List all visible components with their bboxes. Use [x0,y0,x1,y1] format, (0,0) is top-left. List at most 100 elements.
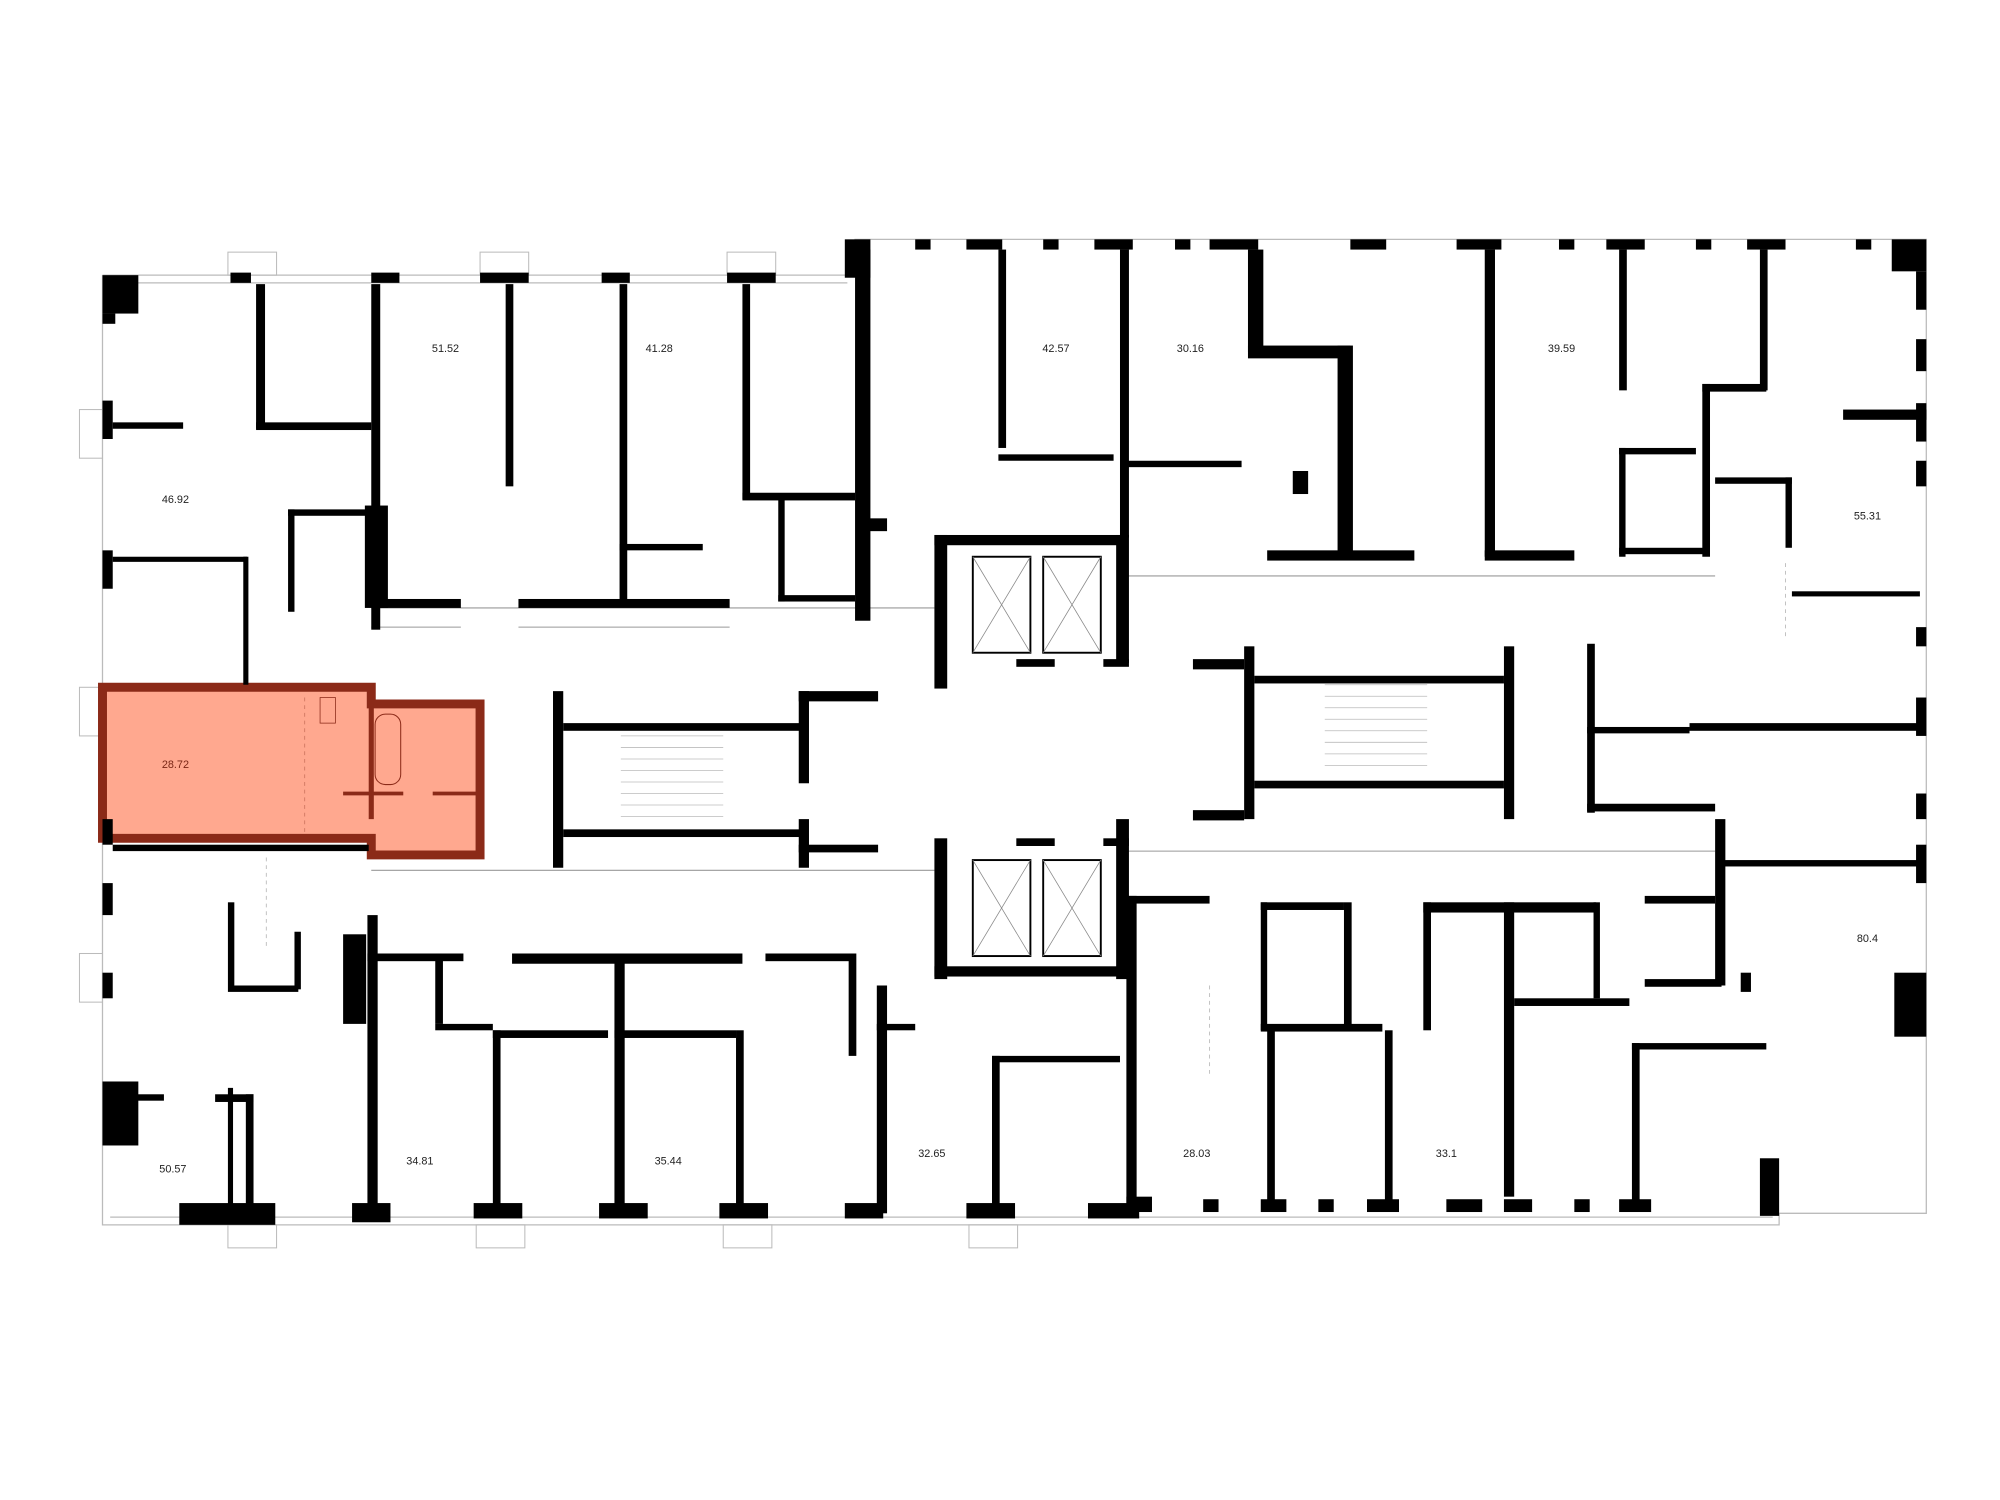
wall [435,1023,493,1031]
elevator-shaft [1042,555,1102,654]
wall [1247,345,1351,359]
wall [1644,979,1722,987]
wall [798,819,809,868]
wall [798,844,879,853]
unit-area-label[interactable]: 42.57 [1042,343,1069,355]
wall [112,556,248,562]
unit-labels: 46.92 51.52 41.28 42.57 30.16 39.59 55.3… [159,343,1881,1175]
unit-area-label[interactable]: 39.59 [1548,343,1575,355]
wall [553,691,564,868]
wall [1689,723,1920,731]
wall [1715,477,1792,484]
wall [112,422,184,429]
wall [377,598,461,608]
wall [102,275,139,314]
elevator-cross-icon [1042,859,1102,957]
unit-area-label[interactable]: 41.28 [646,343,673,355]
wall [619,284,628,605]
wall [112,844,369,852]
wall [1367,1199,1399,1213]
wall [1126,895,1210,904]
wall [102,400,113,439]
unit-area-label-highlighted: 28.72 [162,759,189,771]
unit-area-label[interactable]: 32.65 [918,1148,945,1160]
window-bay [78,409,104,459]
wall [1384,1030,1393,1204]
wall [1503,646,1515,820]
unit-area-label[interactable]: 33.1 [1436,1148,1457,1160]
wall [1343,902,1352,1031]
wall [256,284,266,429]
wall [1318,1199,1334,1213]
wall [1759,249,1768,391]
wall [1702,383,1767,392]
wall [1244,646,1255,820]
wall [876,1023,916,1031]
wall [245,1094,254,1210]
unit-area-label[interactable]: 80.4 [1857,933,1878,945]
wall [1721,860,1920,867]
wall [1337,345,1353,557]
unit-area-label[interactable]: 46.92 [162,494,189,506]
unit-area-label[interactable]: 50.57 [159,1163,186,1175]
wall [288,509,372,516]
wall [563,829,801,838]
wall [1891,239,1927,272]
wall [844,1203,884,1219]
wall [367,915,378,1214]
wall [992,1055,1000,1214]
wall [367,953,464,962]
window-bay [227,251,278,276]
wall [1254,675,1504,684]
wall [102,883,113,916]
wall [1894,972,1927,1037]
wall [934,838,948,980]
unit-area-label[interactable]: 30.16 [1177,343,1204,355]
window-bay [968,1224,1019,1249]
wall [1619,447,1696,455]
unit-area-label[interactable]: 35.44 [655,1156,682,1168]
wall [798,691,879,702]
wall [227,1087,234,1210]
wall [102,1081,139,1146]
wall [1747,239,1786,250]
wall [1016,659,1055,667]
window-bay [722,1224,773,1249]
wall [371,284,381,630]
wall [435,953,443,1024]
wall [1702,383,1711,557]
wall [1203,1199,1219,1213]
highlighted-unit-floor[interactable] [98,682,485,860]
wall [1619,547,1709,555]
wall [1916,697,1927,736]
wall [1209,239,1259,250]
wall [102,819,113,845]
wall [102,550,113,589]
wall [1843,409,1927,420]
wall [1484,249,1495,557]
wall [778,595,856,602]
unit-area-label[interactable]: 28.03 [1183,1148,1210,1160]
unit-area-label[interactable]: 51.52 [432,343,459,355]
wall [1016,838,1055,846]
wall [736,1030,744,1214]
wall [1695,239,1712,250]
elevator-shaft [971,555,1032,654]
highlighted-unit[interactable]: 28.72 [98,682,485,860]
wall [1087,1203,1140,1219]
wall [934,534,948,689]
wall [1192,659,1245,670]
wall [492,1030,609,1038]
stove-icon [319,697,336,724]
wall [966,239,1003,250]
unit-area-label[interactable]: 34.81 [406,1156,433,1168]
wall [364,505,388,608]
wall [1644,895,1716,904]
window-bay [475,1224,526,1249]
window-bay [78,952,104,1003]
wall [798,691,809,784]
stairwells [78,251,1428,1249]
window-bay [479,251,530,276]
wall [1587,803,1716,812]
unit-area-label[interactable]: 55.31 [1854,511,1881,523]
